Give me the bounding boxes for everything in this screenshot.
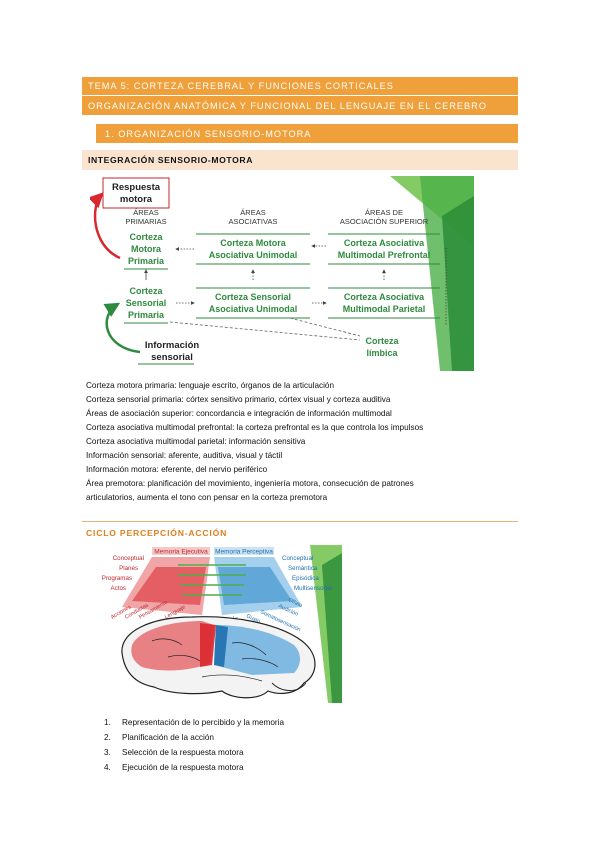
limbica-2: límbica bbox=[366, 348, 398, 358]
left-label: Conceptual bbox=[113, 555, 144, 562]
respuesta-motora-box bbox=[102, 177, 170, 209]
brain-sulcus bbox=[151, 638, 279, 682]
desc-line: Área premotora: planificación del movimi… bbox=[86, 479, 414, 488]
left-label: Planes bbox=[119, 565, 138, 572]
motora-primaria-2: Motora bbox=[131, 244, 162, 254]
integracion-heading: INTEGRACIÓN SENSORIO-MOTORA bbox=[82, 150, 518, 170]
col-superior-1: ÁREAS DE bbox=[365, 208, 403, 217]
sensorial-primaria-1: Corteza bbox=[129, 286, 163, 296]
motora-unimodal-2: Asociativa Unimodal bbox=[209, 250, 298, 260]
right-label: Semántica bbox=[288, 565, 318, 572]
ribbon-shape bbox=[322, 553, 342, 703]
informacion-2: sensorial bbox=[151, 352, 193, 363]
step-text: Ejecución de la respuesta motora bbox=[122, 763, 244, 772]
desc-line: articulatorios, aumenta el tono con pens… bbox=[86, 493, 328, 502]
motora-primaria-3: Primaria bbox=[128, 256, 165, 266]
motora-unimodal-1: Corteza Motora bbox=[220, 238, 286, 248]
red-curved-arrow bbox=[90, 192, 121, 260]
limbica-1: Corteza bbox=[365, 336, 399, 346]
section-heading: 1. ORGANIZACIÓN SENSORIO-MOTORA bbox=[105, 128, 312, 139]
right-label: Conceptual bbox=[282, 555, 313, 562]
col-primarias-1: ÁREAS bbox=[133, 208, 158, 217]
informacion-1: Información bbox=[145, 340, 200, 351]
col-asociativas-2: ASOCIATIVAS bbox=[229, 217, 278, 226]
prefrontal-1: Corteza Asociativa bbox=[344, 238, 425, 248]
dashed-line-limbica-2 bbox=[289, 317, 361, 337]
memoria-perceptiva-label: Memoria Perceptiva bbox=[215, 549, 273, 556]
step-number: 1. bbox=[104, 718, 111, 727]
prefrontal-2: Multimodal Prefrontal bbox=[338, 250, 431, 260]
sensorial-unimodal-1: Corteza Sensorial bbox=[215, 292, 291, 302]
left-label: Programas bbox=[102, 575, 132, 582]
section-heading-band: 1. ORGANIZACIÓN SENSORIO-MOTORA bbox=[96, 124, 518, 143]
step-item: 4. Ejecución de la respuesta motora bbox=[104, 763, 244, 772]
brain-parietal-blue bbox=[214, 625, 300, 675]
ciclo-diagram: Memoria Ejecutiva Memoria Perceptiva Con… bbox=[82, 545, 342, 703]
respuesta-label-2: motora bbox=[120, 194, 153, 205]
step-text: Planificación de la acción bbox=[122, 733, 214, 742]
step-item: 2. Planificación de la acción bbox=[104, 733, 214, 742]
integracion-diagram: Respuesta motora ÁREAS PRIMARIAS ÁREAS A… bbox=[90, 176, 474, 371]
respuesta-label-1: Respuesta bbox=[112, 182, 161, 193]
desc-line: Corteza motora primaria: lenguaje escrit… bbox=[86, 381, 335, 390]
brain-frontal-red bbox=[131, 621, 214, 671]
chapter-title-band: TEMA 5: CORTEZA CEREBRAL Y FUNCIONES COR… bbox=[82, 77, 518, 95]
green-curved-arrow bbox=[103, 302, 141, 354]
desc-line: Información sensorial: aferente, auditiv… bbox=[86, 451, 283, 460]
parietal-1: Corteza Asociativa bbox=[344, 292, 425, 302]
desc-line: Áreas de asociación superior: concordanc… bbox=[86, 409, 392, 418]
desc-line: Corteza sensorial primaria: córtex sensi… bbox=[86, 395, 391, 404]
desc-line: Corteza asociativa multimodal parietal: … bbox=[86, 437, 306, 446]
step-item: 3. Selección de la respuesta motora bbox=[104, 748, 244, 757]
step-number: 2. bbox=[104, 733, 111, 742]
ciclo-heading: CICLO PERCEPCIÓN-ACCIÓN bbox=[86, 528, 228, 538]
brain-motor-red bbox=[200, 623, 216, 667]
integracion-heading-text: INTEGRACIÓN SENSORIO-MOTORA bbox=[88, 155, 254, 165]
step-text: Selección de la respuesta motora bbox=[122, 748, 244, 757]
col-superior-2: ASOCIACIÓN SUPERIOR bbox=[340, 217, 429, 226]
memoria-ejecutiva-bar bbox=[152, 547, 210, 555]
brain-cerebellum bbox=[271, 682, 307, 691]
right-label: Episódica bbox=[292, 575, 319, 582]
chapter-title: TEMA 5: CORTEZA CEREBRAL Y FUNCIONES COR… bbox=[88, 81, 394, 91]
blue-bottom-label: Gusto bbox=[245, 613, 261, 625]
sensorial-primaria-2: Sensorial bbox=[126, 298, 167, 308]
col-asociativas-1: ÁREAS bbox=[240, 208, 265, 217]
ribbon-shape bbox=[442, 196, 474, 371]
memoria-ejecutiva-label: Memoria Ejecutiva bbox=[154, 549, 208, 556]
section-divider bbox=[82, 521, 518, 522]
sensorial-primaria-3: Primaria bbox=[128, 310, 165, 320]
left-label: Actos bbox=[111, 585, 126, 592]
desc-line: Información motora: eferente, del nervio… bbox=[86, 465, 268, 474]
dashed-line-limbica bbox=[169, 321, 361, 341]
topic-title-band: ORGANIZACIÓN ANATÓMICA Y FUNCIONAL DEL L… bbox=[82, 96, 518, 115]
topic-title: ORGANIZACIÓN ANATÓMICA Y FUNCIONAL DEL L… bbox=[88, 100, 487, 111]
parietal-2: Multimodal Parietal bbox=[343, 304, 426, 314]
step-number: 3. bbox=[104, 748, 111, 757]
col-primarias-2: PRIMARIAS bbox=[125, 217, 166, 226]
right-label: Multisensorial bbox=[294, 585, 332, 592]
motora-primaria-1: Corteza bbox=[129, 232, 163, 242]
step-text: Representación de lo percibido y la memo… bbox=[122, 718, 285, 727]
step-item: 1. Representación de lo percibido y la me… bbox=[104, 718, 284, 727]
desc-line: Corteza asociativa multimodal prefrontal… bbox=[86, 423, 424, 432]
sensorial-unimodal-2: Asociativa Unimodal bbox=[209, 304, 298, 314]
memoria-perceptiva-bar bbox=[214, 547, 274, 555]
blue-bottom-label: Olfato bbox=[287, 597, 303, 609]
brain-sensory-blue bbox=[214, 625, 228, 667]
step-number: 4. bbox=[104, 763, 111, 772]
